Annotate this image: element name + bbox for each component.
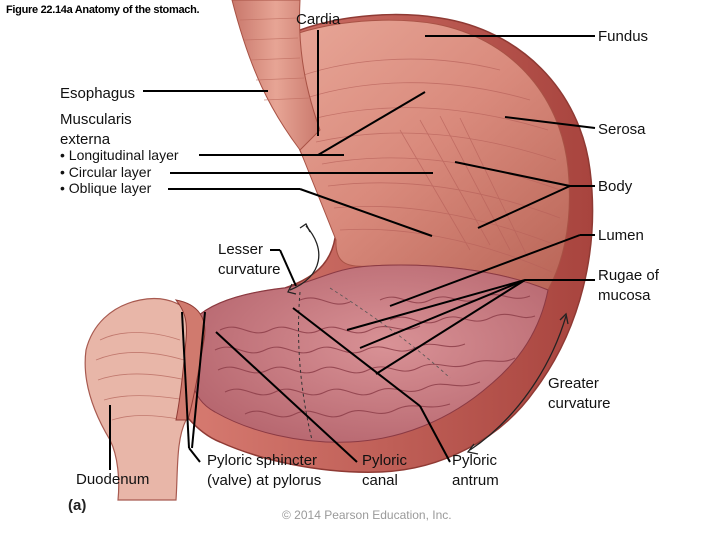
label-longitudinal-layer: • Longitudinal layer (60, 147, 179, 164)
label-fundus: Fundus (598, 27, 648, 46)
label-cardia: Cardia (296, 10, 340, 29)
label-pyloric-antrum-line1: Pyloric (452, 451, 497, 470)
label-lumen: Lumen (598, 226, 644, 245)
label-lesser-curvature-line2: curvature (218, 260, 281, 279)
label-pyloric-canal-line2: canal (362, 471, 398, 490)
label-rugae-line2: mucosa (598, 286, 651, 305)
label-muscularis-line1: Muscularis (60, 110, 132, 129)
label-body: Body (598, 177, 632, 196)
label-circular-layer: • Circular layer (60, 164, 151, 181)
figure-caption: Figure 22.14a Anatomy of the stomach. (6, 4, 199, 16)
label-pyloric-antrum-line2: antrum (452, 471, 499, 490)
label-rugae-line1: Rugae of (598, 266, 659, 285)
label-esophagus: Esophagus (60, 84, 135, 103)
label-greater-curvature-line2: curvature (548, 394, 611, 413)
label-lesser-curvature-line1: Lesser (218, 240, 263, 259)
label-pyloric-sphincter-line2: (valve) at pylorus (207, 471, 321, 490)
label-pyloric-sphincter-line1: Pyloric sphincter (207, 451, 317, 470)
label-oblique-layer: • Oblique layer (60, 180, 151, 197)
label-duodenum: Duodenum (76, 470, 149, 489)
label-pyloric-canal-line1: Pyloric (362, 451, 407, 470)
figure-part-label: (a) (68, 497, 86, 514)
label-serosa: Serosa (598, 120, 646, 139)
copyright-notice: © 2014 Pearson Education, Inc. (282, 508, 452, 522)
label-greater-curvature-line1: Greater (548, 374, 599, 393)
